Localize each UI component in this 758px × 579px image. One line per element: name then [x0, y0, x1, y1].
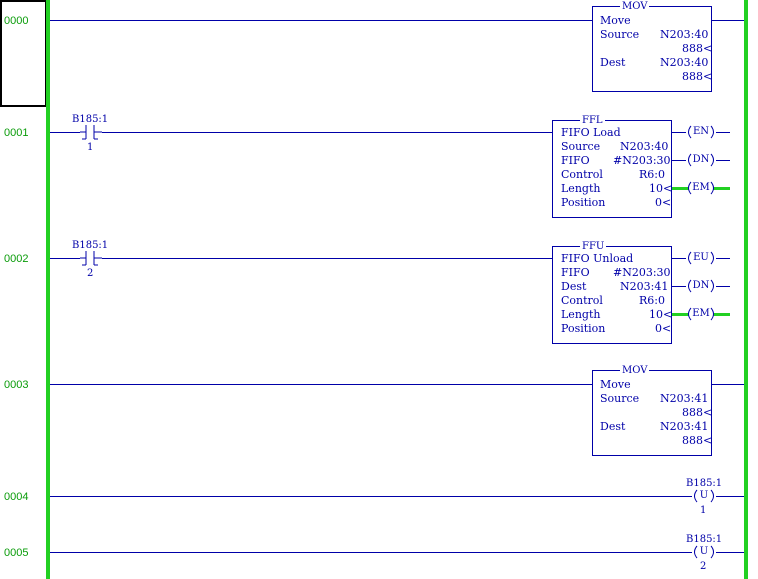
ffu-position-value: 0<: [655, 322, 672, 335]
ffl-position-value: 0<: [655, 196, 672, 209]
dn-bit-icon: [688, 153, 714, 167]
ffl-dn-wire-out: [716, 160, 730, 161]
rung-number-0001[interactable]: 0001: [4, 127, 29, 139]
rung-0002-wire: [102, 258, 552, 259]
contact-address[interactable]: B185:1: [72, 240, 109, 251]
rung-0005-wire: [50, 552, 692, 553]
rung-0000-wire: [50, 20, 592, 21]
mov-instruction-box[interactable]: [592, 370, 712, 456]
mov-dest-label: Dest: [600, 56, 626, 69]
ffu-fifo-label: FIFO: [561, 266, 590, 279]
ffl-en-wire-out: [716, 132, 730, 133]
ffu-dest-address[interactable]: N203:41: [620, 280, 669, 293]
mov-title: MOV: [620, 365, 650, 376]
ffu-dn-wire: [672, 286, 686, 287]
ffu-control-address[interactable]: R6:0: [639, 294, 665, 307]
contact-bit: 2: [87, 268, 94, 279]
ffl-control-label: Control: [561, 168, 603, 181]
rung-number-0005[interactable]: 0005: [4, 547, 29, 559]
rung-0004-wire-right: [716, 496, 744, 497]
mov-description: Move: [600, 14, 631, 27]
ffl-position-label: Position: [561, 196, 606, 209]
ffu-control-label: Control: [561, 294, 603, 307]
mov-dest-value: 888<: [682, 70, 713, 83]
otu-symbol: U: [699, 546, 709, 557]
ffl-length-value: 10<: [649, 182, 673, 195]
ffl-length-label: Length: [561, 182, 601, 195]
mov-source-address[interactable]: N203:41: [660, 392, 709, 405]
otu-symbol: U: [699, 490, 709, 501]
ffl-title: FFL: [580, 115, 605, 126]
otu-bit: 2: [700, 561, 707, 572]
unlatch-coil-icon[interactable]: [692, 489, 716, 503]
unlatch-coil-icon[interactable]: [692, 545, 716, 559]
ffl-em-label: EM: [692, 182, 710, 193]
mov-dest-value: 888<: [682, 434, 713, 447]
mov-source-label: Source: [600, 28, 640, 41]
ffu-eu-wire-out: [716, 258, 730, 259]
en-bit-icon: [688, 125, 714, 139]
ffu-position-label: Position: [561, 322, 606, 335]
ffu-dest-label: Dest: [561, 280, 587, 293]
ffl-source-label: Source: [561, 140, 601, 153]
rung-number-0003[interactable]: 0003: [4, 379, 29, 391]
ffu-dn-wire-out: [716, 286, 730, 287]
mov-description: Move: [600, 378, 631, 391]
ffl-control-address[interactable]: R6:0: [639, 168, 665, 181]
otu-address[interactable]: B185:1: [686, 478, 723, 489]
otu-address[interactable]: B185:1: [686, 534, 723, 545]
ffl-fifo-address[interactable]: #N203:30: [613, 154, 671, 167]
dn-bit-icon: [688, 279, 714, 293]
mov-title: MOV: [620, 1, 650, 12]
ffu-eu-label: EU: [693, 252, 709, 263]
mov-dest-label: Dest: [600, 420, 626, 433]
xic-contact-icon[interactable]: [80, 125, 102, 141]
ffl-instruction-box[interactable]: [552, 120, 672, 218]
ffu-length-label: Length: [561, 308, 601, 321]
ffu-length-value: 10<: [649, 308, 673, 321]
ffu-fifo-address[interactable]: #N203:30: [613, 266, 671, 279]
ffl-source-address[interactable]: N203:40: [620, 140, 669, 153]
rung-0004-wire: [50, 496, 692, 497]
em-bit-icon: [688, 307, 714, 321]
xic-contact-icon[interactable]: [80, 251, 102, 267]
rung-number-0002[interactable]: 0002: [4, 253, 29, 265]
rung-number-0000[interactable]: 0000: [4, 15, 29, 27]
ffl-dn-wire: [672, 160, 686, 161]
ffu-title: FFU: [580, 241, 607, 252]
rung-0003-wire-right: [711, 384, 744, 385]
contact-address[interactable]: B185:1: [72, 114, 109, 125]
ffl-fifo-label: FIFO: [561, 154, 590, 167]
otu-bit: 1: [700, 505, 707, 516]
mov-source-address[interactable]: N203:40: [660, 28, 709, 41]
em-bit-icon: [688, 181, 714, 195]
contact-bit: 1: [87, 142, 94, 153]
rung-0002-wire-left: [50, 258, 80, 259]
eu-bit-icon: [688, 251, 714, 265]
ffl-description: FIFO Load: [561, 126, 621, 139]
ffl-en-label: EN: [692, 126, 710, 137]
rung-0001-wire-left: [50, 132, 80, 133]
mov-source-value: 888<: [682, 42, 713, 55]
ffu-em-label: EM: [692, 308, 710, 319]
ffu-dn-label: DN: [692, 280, 710, 291]
ffl-en-wire: [672, 132, 686, 133]
rung-0005-wire-right: [716, 552, 744, 553]
ffu-instruction-box[interactable]: [552, 246, 672, 344]
ffu-description: FIFO Unload: [561, 252, 634, 265]
mov-source-value: 888<: [682, 406, 713, 419]
mov-source-label: Source: [600, 392, 640, 405]
mov-dest-address[interactable]: N203:40: [660, 56, 709, 69]
mov-instruction-box[interactable]: [592, 6, 712, 92]
ffu-eu-wire: [672, 258, 686, 259]
rung-0001-wire: [102, 132, 552, 133]
mov-dest-address[interactable]: N203:41: [660, 420, 709, 433]
left-power-rail: [46, 0, 50, 579]
rung-0003-wire: [50, 384, 592, 385]
rung-0000-wire-right: [711, 20, 744, 21]
right-power-rail: [744, 0, 748, 579]
rung-number-0004[interactable]: 0004: [4, 491, 29, 503]
ffl-dn-label: DN: [692, 154, 710, 165]
